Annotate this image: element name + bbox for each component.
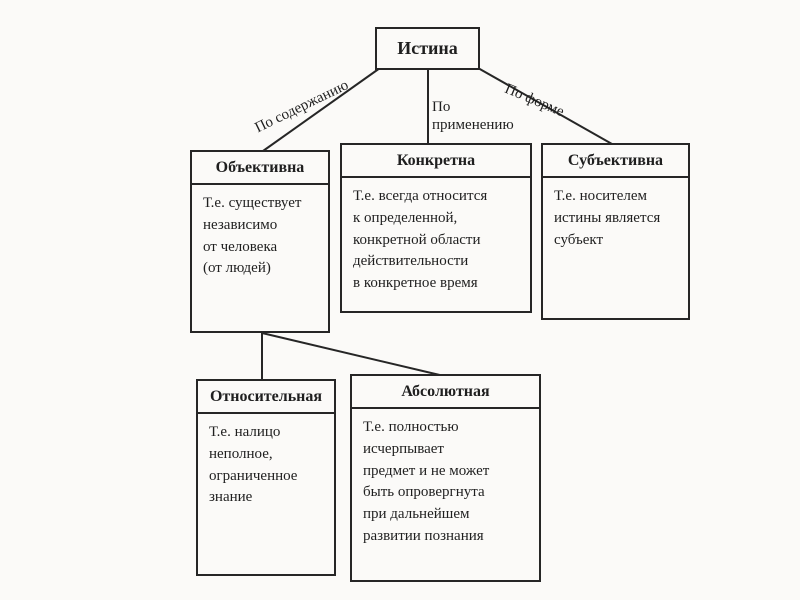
node-relative-title: Относительная: [196, 379, 336, 414]
node-objective: Объективна Т.е. существует независимо от…: [190, 150, 330, 333]
connector-objective-to-absolute: [261, 332, 445, 377]
connector-root-to-subjective: [477, 67, 613, 145]
node-absolute-title: Абсолютная: [350, 374, 541, 409]
node-subjective-body: Т.е. носителем истины является субъект: [541, 178, 690, 320]
node-truth-label: Истина: [397, 38, 458, 58]
node-concrete-body: Т.е. всегда относится к определенной, ко…: [340, 178, 532, 313]
edge-label-by-application: По применению: [432, 99, 514, 133]
node-relative-body: Т.е. налицо неполное, ограниченное знани…: [196, 414, 336, 576]
node-subjective-title: Субъективна: [541, 143, 690, 178]
node-objective-title: Объективна: [190, 150, 330, 185]
node-objective-body: Т.е. существует независимо от человека (…: [190, 185, 330, 333]
node-relative: Относительная Т.е. налицо неполное, огра…: [196, 379, 336, 576]
node-truth: Истина: [375, 27, 480, 70]
node-absolute: Абсолютная Т.е. полностью исчерпывает пр…: [350, 374, 541, 582]
node-subjective: Субъективна Т.е. носителем истины являет…: [541, 143, 690, 320]
connector-root-to-objective: [262, 67, 381, 152]
node-concrete: Конкретна Т.е. всегда относится к опреде…: [340, 143, 532, 313]
node-absolute-body: Т.е. полностью исчерпывает предмет и не …: [350, 409, 541, 582]
node-concrete-title: Конкретна: [340, 143, 532, 178]
